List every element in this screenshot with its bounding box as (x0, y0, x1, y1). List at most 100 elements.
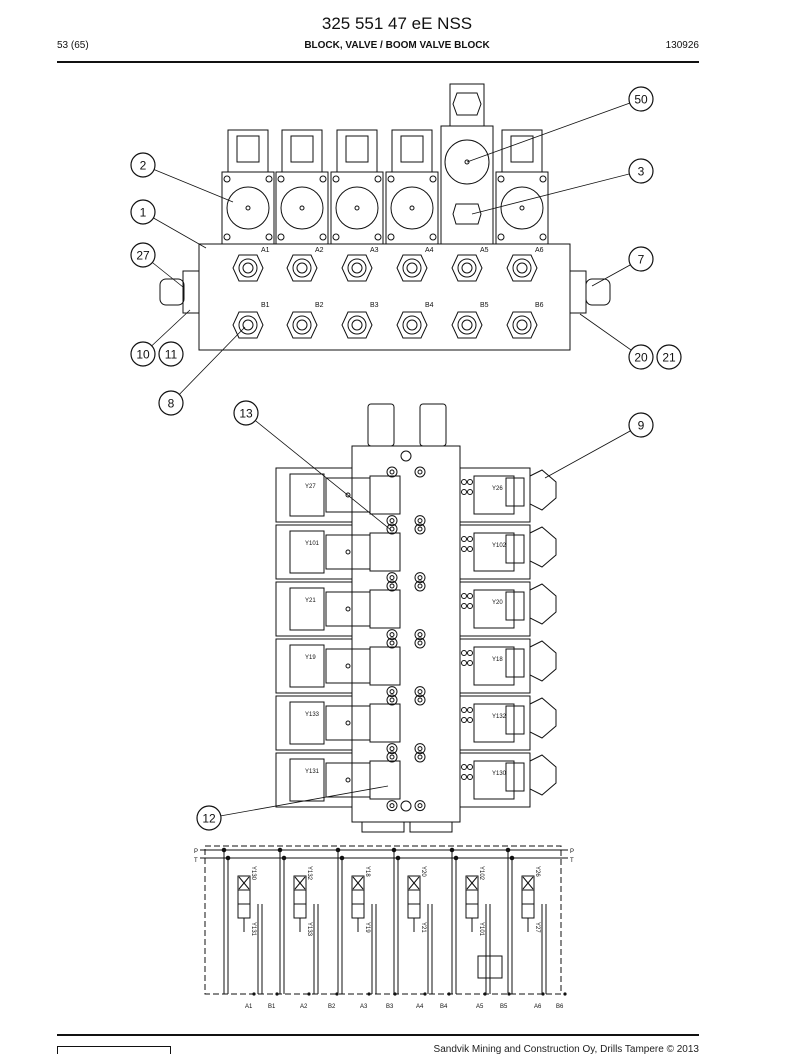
callout-number: 11 (165, 348, 178, 362)
valve-section: Y133 Y132 (275, 694, 557, 755)
schematic-port-label: A6 (534, 1004, 542, 1010)
callout-number: 9 (638, 419, 645, 433)
callout: 3 (471, 158, 654, 215)
solenoid-label-left: Y27 (305, 484, 316, 490)
callout: 11 (158, 341, 184, 367)
port-fitting (341, 311, 373, 339)
solenoid-label-right: Y20 (492, 600, 503, 606)
solenoid-head (440, 83, 494, 245)
schematic-solenoid-bottom: Y27 (534, 922, 540, 933)
port-label: A2 (315, 247, 324, 254)
port-fitting (451, 254, 483, 282)
port-label: A6 (535, 247, 544, 254)
port-fitting (396, 311, 428, 339)
port-label: B1 (261, 302, 270, 309)
valve-section: Y131 Y130 (275, 751, 557, 812)
port-label: B3 (370, 302, 379, 309)
port-fitting (232, 254, 264, 282)
schematic-port-label: B6 (556, 1004, 564, 1010)
port-label: A4 (425, 247, 434, 254)
port-fitting (506, 254, 538, 282)
schematic-port-label: A3 (360, 1004, 368, 1010)
schematic-port-label: B5 (500, 1004, 508, 1010)
schematic-solenoid-top: Y26 (534, 866, 540, 877)
callout-number: 21 (662, 351, 676, 365)
port-fitting (341, 254, 373, 282)
callout: 12 (196, 785, 389, 831)
callout: 1 (130, 199, 207, 249)
solenoid-head (330, 129, 384, 245)
solenoid-label-right: Y130 (492, 771, 507, 777)
schematic-solenoid-top: Y20 (420, 866, 426, 877)
company-logo (57, 1046, 171, 1054)
callout-number: 2 (140, 159, 147, 173)
schematic-p-label: P (194, 849, 198, 855)
page-title: BLOCK, VALVE / BOOM VALVE BLOCK (304, 40, 490, 51)
solenoid-label-left: Y133 (305, 712, 320, 718)
schematic-port-label: A1 (245, 1004, 253, 1010)
callout-number: 20 (634, 351, 648, 365)
callout-number: 27 (136, 249, 150, 263)
schematic-solenoid-top: Y18 (364, 866, 370, 877)
document-number: 325 551 47 eE NSS (321, 14, 473, 33)
callout-number: 10 (136, 348, 150, 362)
callout-bubbles: 50 2 3 127 7 10 11 20 21 8 13 9 12 (130, 86, 682, 831)
schematic-solenoid-top: Y130 (250, 866, 256, 881)
schematic-port-label: B4 (440, 1004, 448, 1010)
callout: 50 (466, 86, 654, 163)
solenoid-label-left: Y101 (305, 541, 320, 547)
schematic-port-label: B1 (268, 1004, 276, 1010)
callout: 27 (130, 242, 184, 288)
solenoid-label-left: Y21 (305, 598, 316, 604)
port-label: B2 (315, 302, 324, 309)
callout-number: 50 (634, 93, 648, 107)
solenoid-head (221, 129, 275, 245)
port-fitting (232, 311, 264, 339)
port-label: A5 (480, 247, 489, 254)
callout: 20 (579, 313, 654, 370)
valve-section: Y21 Y20 (275, 580, 557, 641)
schematic-p-label-right: P (570, 849, 574, 855)
solenoid-head (385, 129, 439, 245)
schematic-port-label: A5 (476, 1004, 484, 1010)
solenoid-label-right: Y102 (492, 543, 507, 549)
solenoid-label-left: Y131 (305, 769, 320, 775)
schematic-solenoid-bottom: Y101 (478, 922, 484, 937)
callout-number: 12 (202, 812, 216, 826)
callout: 9 (544, 412, 654, 479)
footer-rule (57, 1034, 699, 1036)
schematic-solenoid-top: Y102 (478, 866, 484, 881)
solenoid-label-right: Y132 (492, 714, 507, 720)
revision-date: 130926 (665, 40, 699, 51)
schematic-port-label: B2 (328, 1004, 336, 1010)
schematic-t-label-right: T (570, 858, 574, 864)
port-label: B6 (535, 302, 544, 309)
callout: 2 (130, 152, 234, 203)
schematic-port-label: A2 (300, 1004, 308, 1010)
valve-section: Y27 Y26 (275, 466, 557, 527)
schematic-t-label: T (194, 858, 198, 864)
page-number: 53 (65) (57, 40, 89, 51)
callout: 7 (591, 246, 654, 287)
port-fitting (286, 254, 318, 282)
solenoid-label-right: Y26 (492, 486, 503, 492)
port-fitting (286, 311, 318, 339)
callout-number: 8 (168, 397, 175, 411)
schematic-solenoid-bottom: Y19 (364, 922, 370, 933)
port-label: A3 (370, 247, 379, 254)
schematic-solenoid-bottom: Y21 (420, 922, 426, 933)
schematic-port-label: B3 (386, 1004, 394, 1010)
solenoid-label-left: Y19 (305, 655, 316, 661)
header-rule (57, 61, 699, 63)
solenoid-head (275, 129, 329, 245)
callout: 13 (233, 400, 392, 531)
